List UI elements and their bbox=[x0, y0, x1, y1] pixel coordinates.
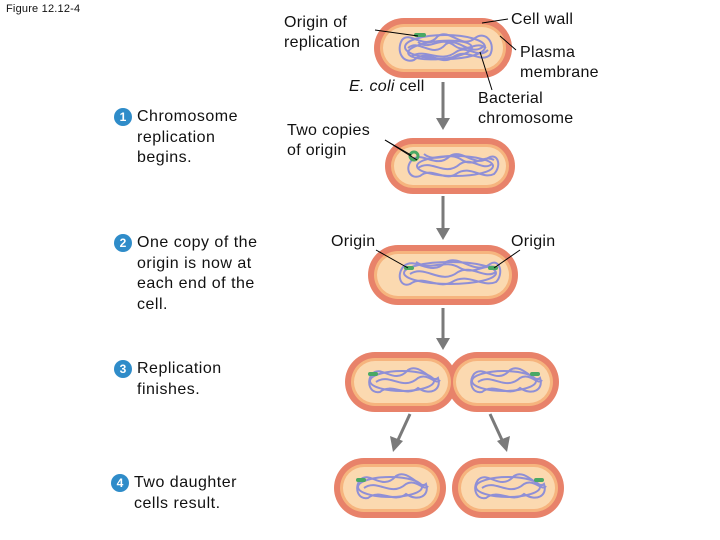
ecoli-cell-elongated bbox=[368, 245, 518, 305]
ecoli-cell-label: E. coli cell bbox=[349, 77, 425, 97]
daughter-cell-left bbox=[334, 458, 446, 518]
bacterial-chromosome bbox=[398, 259, 502, 286]
origin-marker bbox=[356, 478, 366, 482]
diagonal-arrow bbox=[396, 413, 412, 441]
origin-label-right: Origin bbox=[511, 233, 556, 250]
origin-marker bbox=[414, 33, 426, 37]
step-2: 2 One copy of the origin is now at each … bbox=[114, 233, 257, 315]
leader-two-copies bbox=[384, 139, 418, 161]
leader-origin-left bbox=[375, 249, 409, 269]
ecoli-cell-word: cell bbox=[394, 78, 425, 95]
figure-label: Figure 12.12-4 bbox=[6, 3, 81, 15]
ecoli-species-name: E. coli bbox=[349, 78, 395, 95]
step-number-badge: 3 bbox=[114, 360, 132, 378]
step-3: 3 Replication finishes. bbox=[114, 359, 222, 400]
bacterial-chromosome bbox=[356, 473, 429, 500]
step-number-badge: 4 bbox=[111, 474, 129, 492]
origin-marker bbox=[534, 478, 544, 482]
arrow-head bbox=[390, 436, 403, 452]
ecoli-cell bbox=[374, 18, 512, 78]
bacterial-chromosome bbox=[474, 473, 547, 500]
bacterial-chromosome bbox=[398, 33, 493, 62]
step-text: Replication finishes. bbox=[137, 360, 222, 398]
leader-origin-right bbox=[493, 249, 521, 269]
bacterial-chromosome bbox=[470, 367, 543, 394]
bacterial-chromosome bbox=[368, 367, 441, 394]
two-copies-label: Two copies of origin bbox=[287, 122, 371, 159]
origin-of-replication-label: Origin of replication bbox=[284, 14, 361, 51]
step-1: 1 Chromosome replication begins. bbox=[114, 107, 238, 169]
leader-lines bbox=[374, 18, 521, 269]
process-arrows bbox=[390, 82, 510, 452]
leader-plasma-membrane bbox=[499, 35, 517, 51]
step-text: Two daughter cells result. bbox=[134, 474, 237, 512]
bacterial-chromosome bbox=[407, 153, 500, 178]
diagonal-arrow bbox=[488, 413, 504, 441]
cell-wall-label: Cell wall bbox=[511, 11, 574, 28]
dividing-cell bbox=[345, 352, 559, 412]
step-text: One copy of the origin is now at each en… bbox=[137, 234, 258, 313]
arrow-head bbox=[436, 228, 450, 240]
bacterial-chromosome-label: Bacterial chromosome bbox=[478, 90, 574, 127]
step-number-badge: 1 bbox=[114, 108, 132, 126]
leader-origin bbox=[374, 29, 419, 37]
leader-bacterial-chromosome bbox=[479, 51, 493, 91]
origin-label-left: Origin bbox=[331, 233, 376, 250]
ecoli-cell-two-origins bbox=[385, 138, 515, 194]
arrow-head bbox=[436, 118, 450, 130]
daughter-cell-right bbox=[452, 458, 564, 518]
origin-marker bbox=[530, 372, 540, 376]
arrow-head bbox=[497, 436, 510, 452]
plasma-membrane-label: Plasma membrane bbox=[520, 44, 599, 81]
step-4: 4 Two daughter cells result. bbox=[111, 473, 237, 514]
step-number-badge: 2 bbox=[114, 234, 132, 252]
step-text: Chromosome replication begins. bbox=[137, 108, 239, 166]
origin-marker bbox=[368, 372, 378, 376]
arrow-head bbox=[436, 338, 450, 350]
leader-cell-wall bbox=[481, 18, 509, 24]
